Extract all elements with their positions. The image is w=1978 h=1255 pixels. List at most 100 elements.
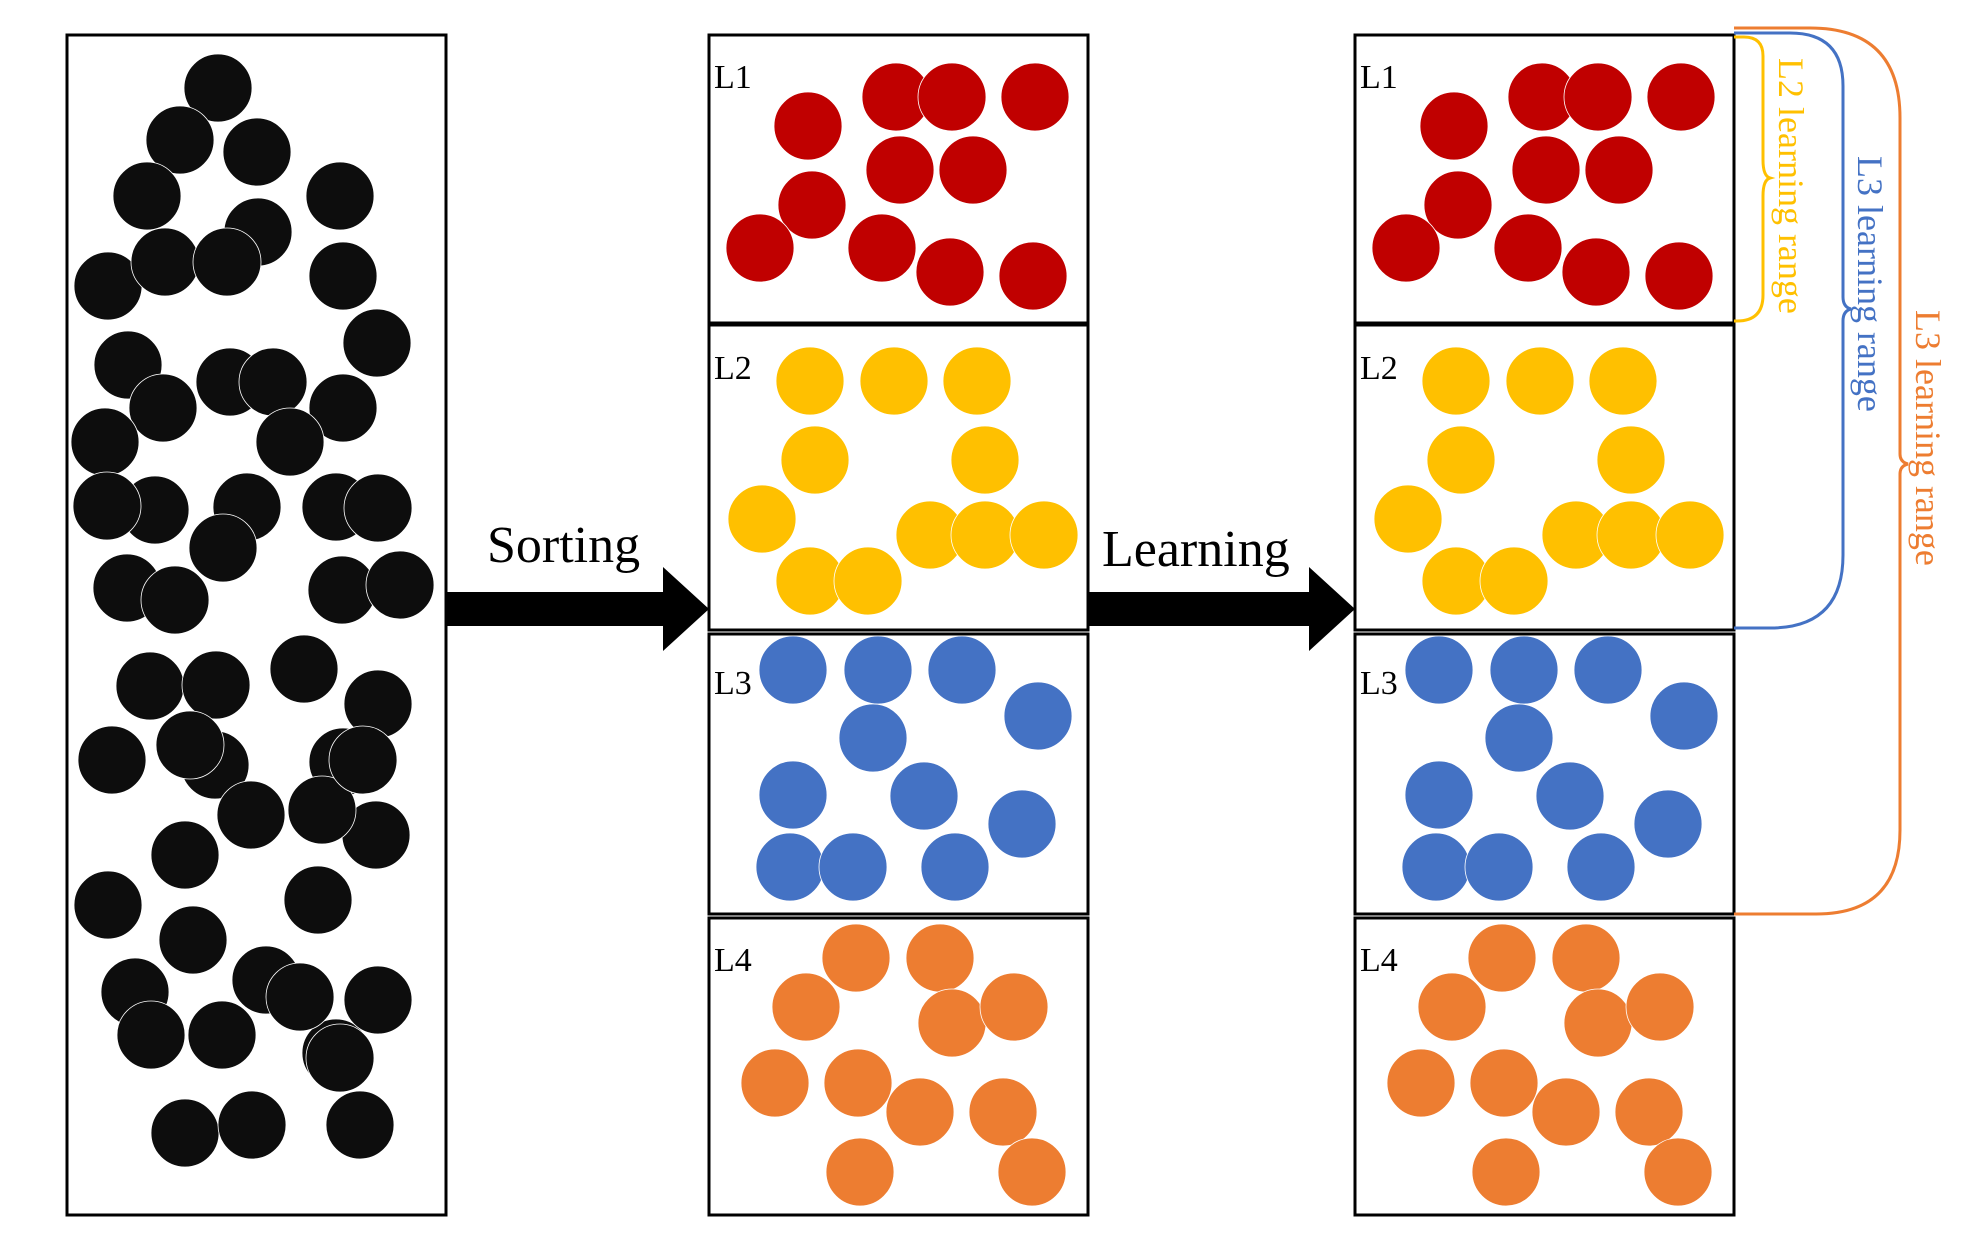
l3-range-bracket-blue bbox=[1734, 31, 1852, 630]
learned-l3-dot bbox=[1649, 681, 1719, 751]
learned-l1-dot bbox=[1563, 62, 1633, 132]
population-dot bbox=[305, 1023, 375, 1093]
population-dot bbox=[155, 710, 225, 780]
learned-l1-dot bbox=[1646, 62, 1716, 132]
population-dot bbox=[150, 820, 220, 890]
sorting-label: Sorting bbox=[487, 517, 640, 574]
learned-l2-dot bbox=[1421, 346, 1491, 416]
population-dot bbox=[238, 347, 308, 417]
learned-l1-dot bbox=[1561, 237, 1631, 307]
learned-l4-dot bbox=[1614, 1077, 1684, 1147]
sorted-l3-dot bbox=[755, 832, 825, 902]
sorted-column bbox=[707, 33, 1090, 1217]
sorted-l2-dot bbox=[1009, 500, 1079, 570]
population-dot bbox=[307, 555, 377, 625]
learned-l3-dot bbox=[1464, 832, 1534, 902]
learned-l4-dot bbox=[1386, 1048, 1456, 1118]
population-dot bbox=[342, 308, 412, 378]
sorted-l4-dot bbox=[825, 1137, 895, 1207]
population-dot bbox=[115, 651, 185, 721]
sorted-l4-dot bbox=[968, 1077, 1038, 1147]
sorted-level-1-panel bbox=[707, 33, 1090, 325]
sorted-l1-dot bbox=[865, 135, 935, 205]
learned-l3-dot bbox=[1535, 761, 1605, 831]
learned-level-4-label: L4 bbox=[1360, 942, 1398, 979]
population-dot bbox=[222, 117, 292, 187]
sorted-l3-dot bbox=[838, 703, 908, 773]
learned-l4-dot bbox=[1551, 923, 1621, 993]
learned-l4-dot bbox=[1469, 1048, 1539, 1118]
sorted-l1-dot bbox=[777, 170, 847, 240]
learning-arrow bbox=[1089, 567, 1355, 651]
population-dot bbox=[216, 780, 286, 850]
population-dot bbox=[150, 1098, 220, 1168]
sorted-l1-dot bbox=[917, 62, 987, 132]
sorted-l2-dot bbox=[950, 425, 1020, 495]
sorted-l4-dot bbox=[771, 972, 841, 1042]
learned-l2-dot bbox=[1505, 346, 1575, 416]
l3-range-bracket-orange bbox=[1734, 26, 1909, 916]
population-dot bbox=[128, 373, 198, 443]
population-dot bbox=[116, 1000, 186, 1070]
sorted-l4-dot bbox=[917, 988, 987, 1058]
learned-l2-dot bbox=[1596, 500, 1666, 570]
sorted-l3-dot bbox=[920, 832, 990, 902]
population-dot bbox=[158, 905, 228, 975]
learned-l3-dot bbox=[1401, 832, 1471, 902]
population-dot bbox=[343, 473, 413, 543]
sorted-level-3-label: L3 bbox=[714, 665, 752, 702]
learned-l4-dot bbox=[1625, 972, 1695, 1042]
population-dot bbox=[183, 53, 253, 123]
population-dot bbox=[255, 407, 325, 477]
sorted-level-3-panel bbox=[707, 632, 1090, 916]
population-dot bbox=[188, 513, 258, 583]
sorted-level-4-panel bbox=[707, 916, 1090, 1217]
population-dot bbox=[308, 241, 378, 311]
learning-label: Learning bbox=[1102, 521, 1290, 578]
sorted-l3-dot bbox=[758, 760, 828, 830]
sorted-l1-dot bbox=[1000, 62, 1070, 132]
population-dot bbox=[365, 550, 435, 620]
population-dot bbox=[308, 373, 378, 443]
population-dot bbox=[192, 227, 262, 297]
learned-dots bbox=[1371, 62, 1725, 1207]
learned-l3-dot bbox=[1633, 789, 1703, 859]
learned-l3-dot bbox=[1573, 635, 1643, 705]
population-dot bbox=[70, 407, 140, 477]
l3-range-label-blue: L3 learning range bbox=[1850, 156, 1890, 412]
learned-level-1-panel bbox=[1353, 33, 1736, 325]
learned-l4-dot bbox=[1417, 972, 1487, 1042]
sorted-l2-dot bbox=[942, 346, 1012, 416]
population-dot bbox=[305, 161, 375, 231]
sorted-level-4-label: L4 bbox=[714, 942, 752, 979]
sorted-l1-dot bbox=[915, 237, 985, 307]
sorted-l3-dot bbox=[1003, 681, 1073, 751]
population-dot bbox=[328, 725, 398, 795]
learned-l4-dot bbox=[1467, 923, 1537, 993]
learned-l2-dot bbox=[1596, 425, 1666, 495]
sorted-l4-dot bbox=[885, 1077, 955, 1147]
sorted-l2-dot bbox=[833, 546, 903, 616]
sorted-l3-dot bbox=[818, 832, 888, 902]
population-panel bbox=[65, 33, 448, 1217]
sorted-l3-dot bbox=[987, 789, 1057, 859]
learned-l1-dot bbox=[1511, 135, 1581, 205]
learned-l3-dot bbox=[1404, 635, 1474, 705]
sorted-l4-dot bbox=[823, 1048, 893, 1118]
learned-l3-dot bbox=[1489, 635, 1559, 705]
learned-level-2-panel bbox=[1353, 323, 1736, 632]
population-dot bbox=[72, 471, 142, 541]
learned-level-3-panel bbox=[1353, 632, 1736, 916]
l2-range-bracket bbox=[1734, 35, 1776, 323]
learned-l1-dot bbox=[1423, 170, 1493, 240]
sorted-l1-dot bbox=[998, 241, 1068, 311]
population-dot bbox=[73, 870, 143, 940]
sorted-l3-dot bbox=[927, 635, 997, 705]
learned-l3-dot bbox=[1404, 760, 1474, 830]
sorted-level-2-panel bbox=[707, 323, 1090, 632]
population-dot bbox=[325, 1090, 395, 1160]
sorted-level-2-label: L2 bbox=[714, 350, 752, 387]
sorted-l4-dot bbox=[979, 972, 1049, 1042]
sorted-l2-dot bbox=[950, 500, 1020, 570]
population-dot bbox=[77, 725, 147, 795]
